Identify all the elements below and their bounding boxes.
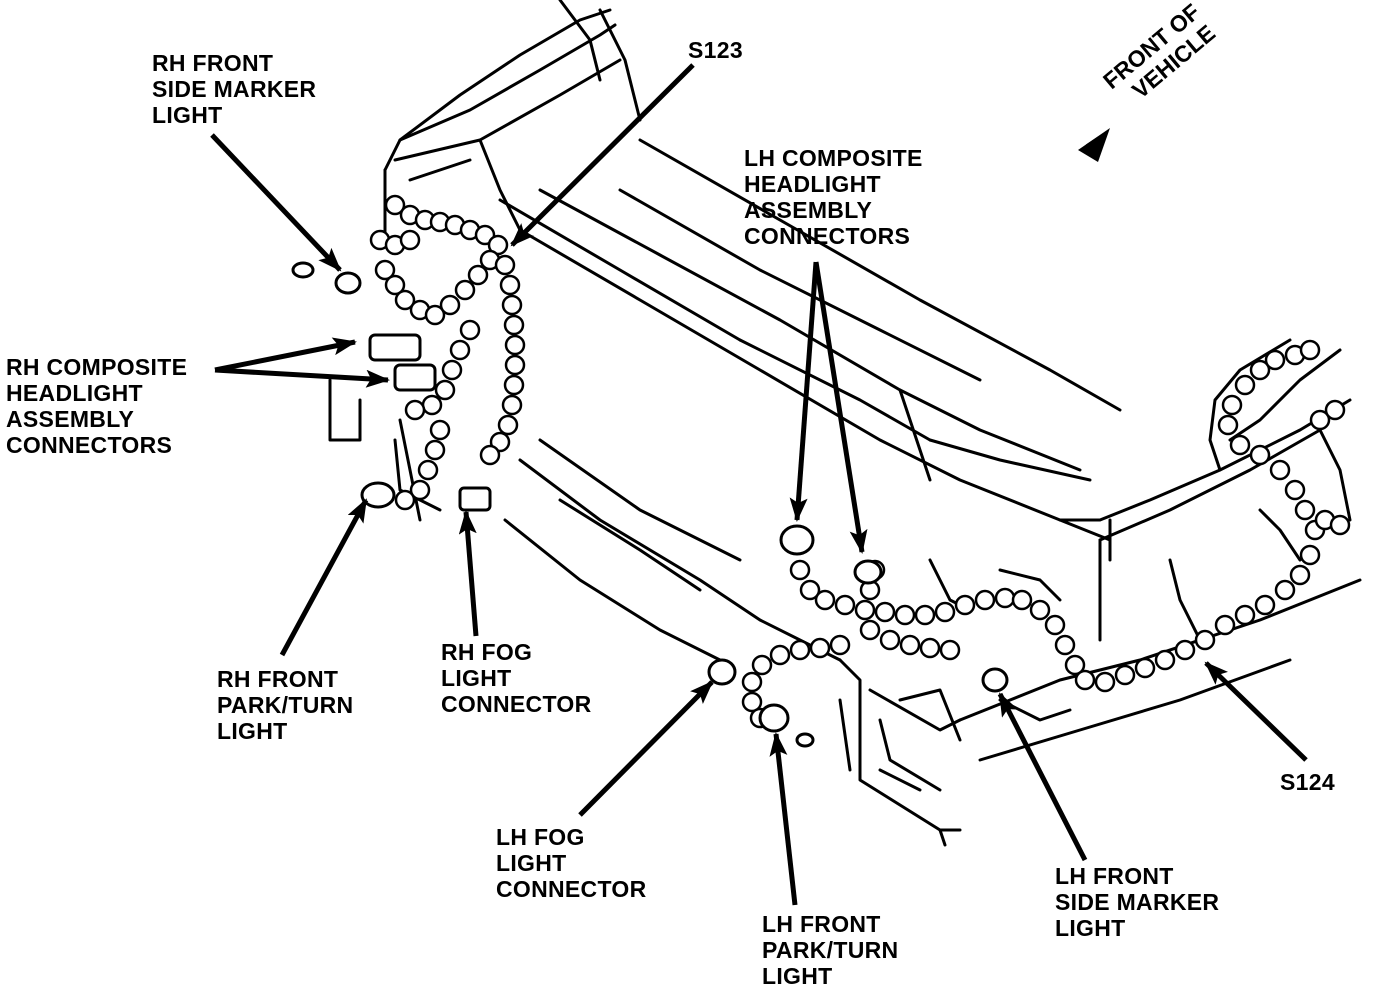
arrow-rh-park-turn	[279, 498, 369, 657]
arrow-lh-composite-a	[789, 261, 819, 522]
rh-side-marker-socket	[334, 271, 362, 295]
rh-park-turn-socket	[360, 481, 396, 509]
rh-headlight-connector-upper	[368, 333, 422, 362]
label-lh-front-park-turn-light: LH FRONT PARK/TURN LIGHT	[762, 911, 899, 989]
lh-park-turn-socket	[758, 703, 790, 733]
leader-arrows	[210, 63, 1308, 906]
lh-side-marker-socket	[981, 667, 1009, 693]
rh-fog-connector	[458, 486, 492, 512]
arrow-s124	[1204, 661, 1308, 762]
label-rh-front-park-turn-light: RH FRONT PARK/TURN LIGHT	[217, 666, 354, 744]
arrow-lh-side-marker	[997, 692, 1088, 862]
lh-headlight-connector-a	[779, 524, 815, 556]
arrow-rh-composite-upper	[214, 337, 357, 373]
label-lh-front-side-marker-light: LH FRONT SIDE MARKER LIGHT	[1055, 863, 1220, 941]
label-rh-front-side-marker-light: RH FRONT SIDE MARKER LIGHT	[152, 50, 317, 128]
label-rh-fog-light-connector: RH FOG LIGHT CONNECTOR	[441, 639, 592, 717]
vehicle-frame	[328, 0, 1362, 847]
arrow-rh-side-marker	[210, 133, 342, 272]
arrow-rh-fog	[458, 510, 479, 637]
arrow-lh-fog	[578, 680, 714, 817]
label-lh-composite-headlight-connectors: LH COMPOSITE HEADLIGHT ASSEMBLY CONNECTO…	[744, 145, 923, 249]
connectors	[291, 261, 1009, 748]
arrow-s123	[510, 63, 695, 247]
label-lh-fog-light-connector: LH FOG LIGHT CONNECTOR	[496, 824, 647, 902]
lh-fog-connector	[707, 658, 737, 686]
arrow-lh-park-turn	[769, 732, 798, 906]
label-s124: S124	[1280, 769, 1335, 795]
label-s123: S123	[688, 37, 743, 63]
label-rh-composite-headlight-connectors: RH COMPOSITE HEADLIGHT ASSEMBLY CONNECTO…	[6, 354, 188, 458]
lh-headlight-connector-b	[853, 559, 883, 585]
arrow-lh-composite-b	[813, 261, 868, 554]
rh-headlight-connector-lower	[393, 363, 437, 392]
arrow-rh-composite-lower	[214, 367, 390, 388]
wiring-harness	[369, 194, 1351, 729]
